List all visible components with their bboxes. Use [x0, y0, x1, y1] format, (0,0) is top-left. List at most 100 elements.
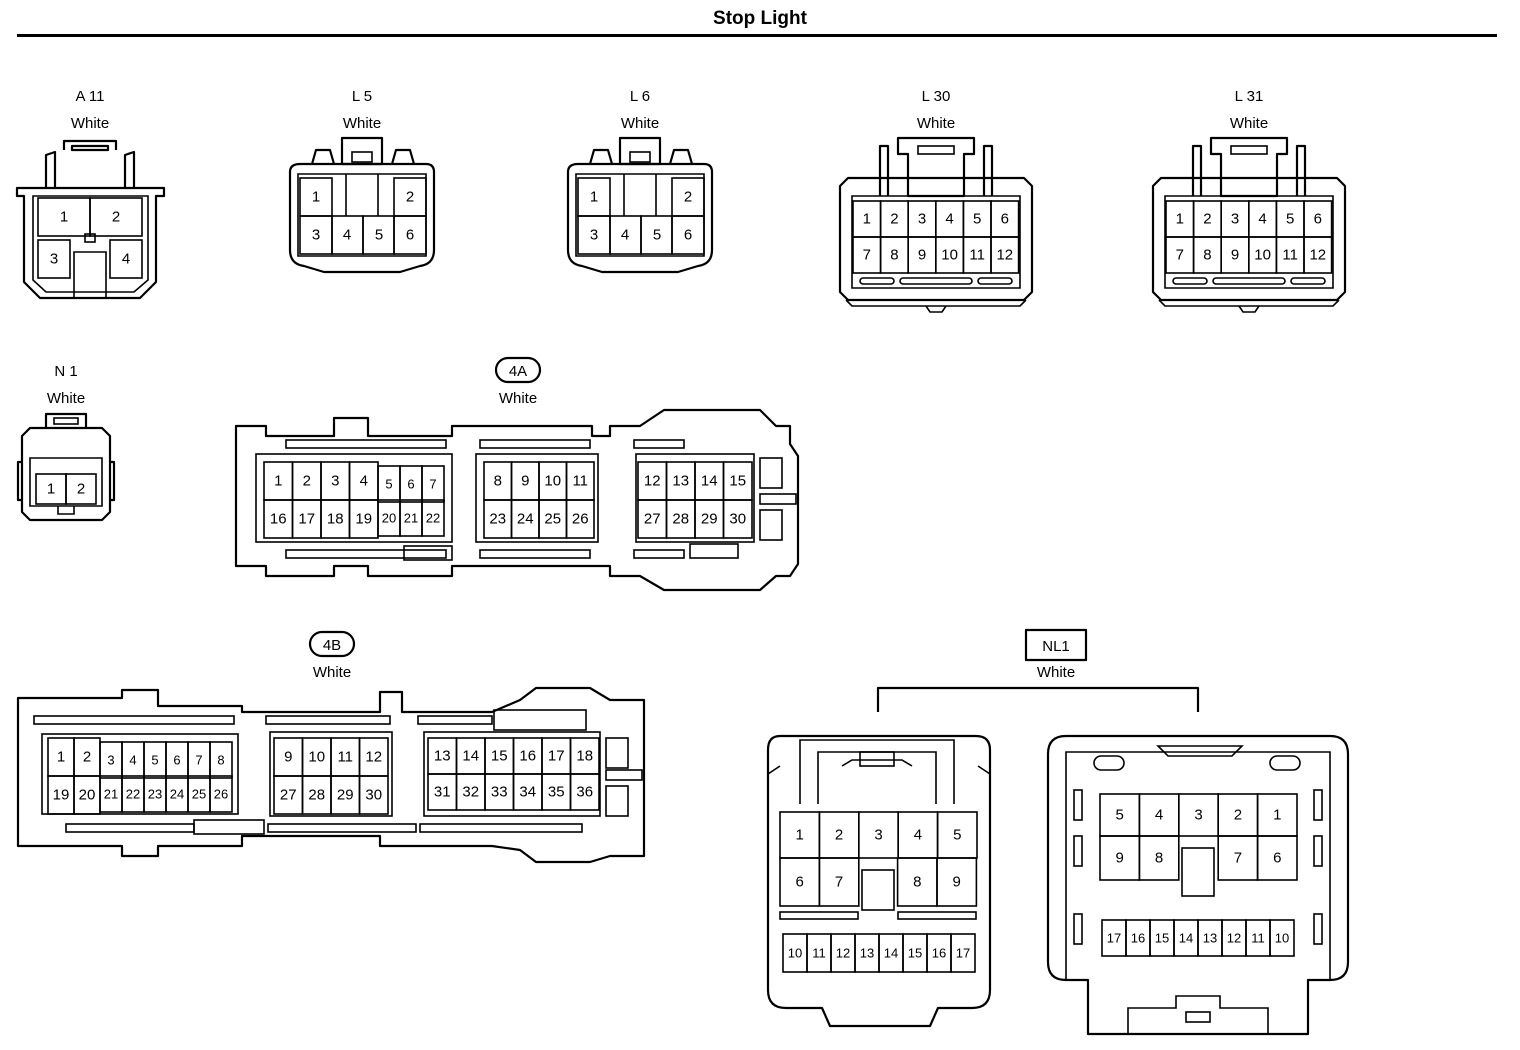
pin-label: 1: [47, 481, 55, 498]
connector-housing: [15, 139, 166, 300]
pin-label: 8: [494, 473, 502, 490]
pin-label: 6: [173, 753, 180, 768]
pin-cell: [936, 857, 978, 907]
pin-label: 16: [1131, 931, 1145, 946]
connector-color: White: [917, 115, 955, 132]
pin-label: 23: [148, 787, 162, 802]
pin-label: 2: [835, 827, 843, 844]
pin-label: 1: [60, 209, 68, 226]
pin-cell: [209, 775, 233, 813]
connector-color: White: [71, 115, 109, 132]
connector-code: NL1: [1042, 638, 1070, 655]
connector-n1: N 1 White 1 2: [16, 363, 116, 522]
pin-label: 1: [863, 211, 871, 228]
connector-code: N 1: [54, 363, 77, 380]
connector-housing: [16, 686, 646, 864]
pin-label: 10: [788, 946, 802, 961]
pin-label: 3: [107, 753, 114, 768]
pin-label: 5: [653, 227, 661, 244]
pin-label: 3: [312, 227, 320, 244]
pin-label: 4: [1258, 211, 1266, 228]
connector-l6: L 6 White 1 2 3 4 5 6: [566, 88, 714, 274]
pin-label: 26: [572, 511, 589, 528]
pin-label: 12: [365, 749, 382, 766]
pin-label: 12: [836, 946, 850, 961]
page-title: Stop Light: [713, 8, 807, 29]
pin-label: 14: [701, 473, 718, 490]
pin-label: 6: [407, 477, 414, 492]
pin-cell: [1303, 236, 1333, 274]
connector-housing: [838, 136, 1034, 313]
connector-code: A 11: [76, 88, 105, 105]
pin-label: 11: [969, 247, 985, 264]
pin-label: 12: [1309, 247, 1326, 264]
pin-cell: [1269, 919, 1295, 957]
pin-label: 19: [355, 511, 372, 528]
pin-label: 16: [270, 511, 287, 528]
pin-label: 14: [462, 748, 479, 765]
pin-label: 6: [796, 874, 804, 891]
pin-label: 6: [684, 227, 692, 244]
pin-label: 5: [1116, 807, 1124, 824]
pin-label: 20: [79, 787, 96, 804]
connector-code: L 30: [922, 88, 951, 105]
pair-bracket: [876, 686, 1200, 712]
pin-label: 4: [945, 211, 953, 228]
pin-label: 21: [404, 511, 418, 526]
pin-label: 12: [1227, 931, 1241, 946]
pin-label: 4: [360, 473, 368, 490]
connector-code: L 5: [352, 88, 372, 105]
pin-label: 2: [77, 481, 85, 498]
pin-label: 10: [308, 749, 325, 766]
pin-label: 30: [365, 787, 382, 804]
pin-label: 3: [331, 473, 339, 490]
connector-housing: [1151, 136, 1347, 313]
pin-label: 7: [195, 753, 202, 768]
female-half-housing: [1046, 734, 1350, 1036]
pin-label: 5: [973, 211, 981, 228]
pin-label: 8: [1155, 850, 1163, 867]
pin-cell: [818, 857, 860, 907]
pin-label: 15: [729, 473, 746, 490]
pin-label: 3: [1231, 211, 1239, 228]
pin-label: 2: [1234, 807, 1242, 824]
pin-label: 34: [519, 784, 536, 801]
connector-housing: [234, 408, 800, 592]
pin-grid: 1 2 3 4: [37, 197, 143, 279]
pin-label: 4: [343, 227, 351, 244]
pin-label: 16: [519, 748, 536, 765]
connector-color: White: [47, 390, 85, 407]
pin-label: 25: [544, 511, 561, 528]
pin-label: 23: [489, 511, 506, 528]
male-half-housing: [766, 734, 992, 1028]
pin-label: 3: [590, 227, 598, 244]
connector-color: White: [343, 115, 381, 132]
pin-label: 1: [590, 189, 598, 206]
pin-label: 9: [284, 749, 292, 766]
pin-label: 1: [796, 827, 804, 844]
pin-label: 5: [385, 477, 392, 492]
connector-color: White: [1230, 115, 1268, 132]
pin-label: 6: [1314, 211, 1322, 228]
pin-label: 11: [337, 749, 353, 766]
pin-cell: [1138, 835, 1180, 881]
pin-cell: [358, 775, 389, 815]
connector-code: 4B: [323, 637, 341, 654]
pin-label: 14: [884, 946, 898, 961]
pin-label: 17: [548, 748, 565, 765]
pin-label: 1: [274, 473, 282, 490]
pin-label: 22: [126, 787, 140, 802]
pin-label: 4: [914, 827, 922, 844]
pin-label: 17: [956, 946, 970, 961]
pin-label: 5: [953, 827, 961, 844]
connector-color: White: [1037, 664, 1075, 681]
connector-color: White: [313, 664, 351, 681]
code-box: [1024, 628, 1088, 662]
